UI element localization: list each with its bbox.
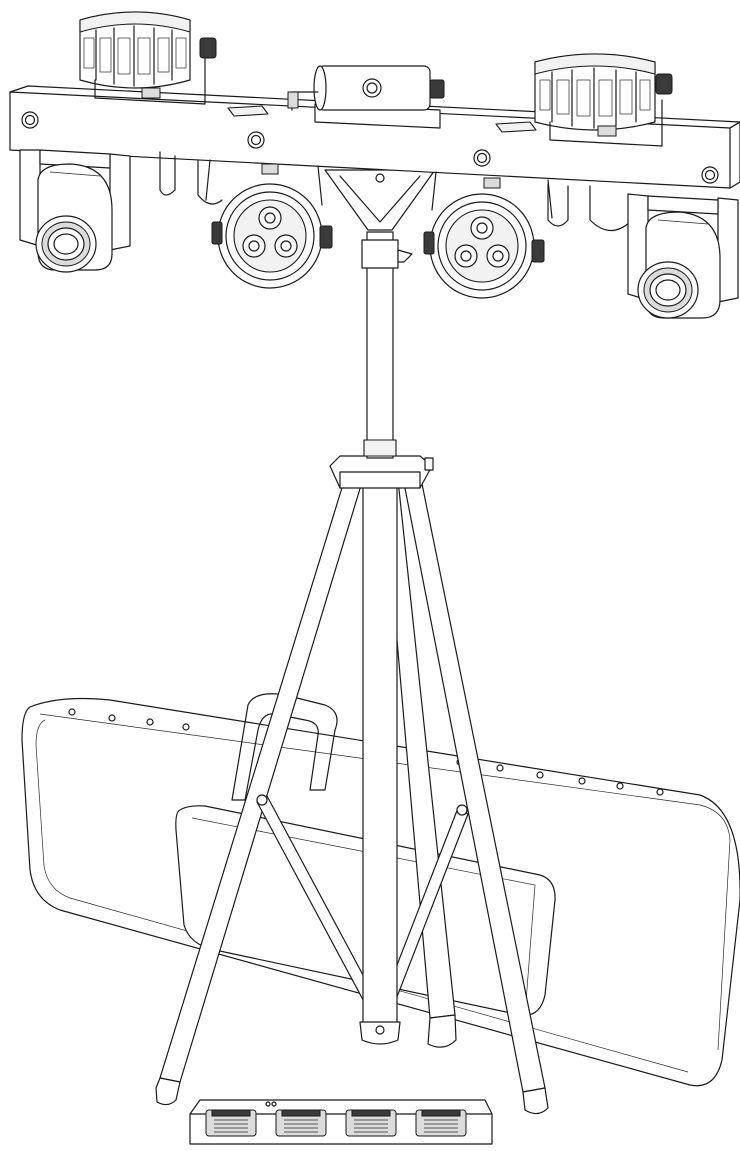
stand-lower-pole	[359, 457, 401, 1045]
derby-light-left	[79, 11, 217, 105]
cable-loops	[159, 151, 631, 232]
foot-controller	[189, 1099, 493, 1145]
derby-light-right	[534, 53, 673, 147]
par-light-left	[205, 159, 333, 289]
lighting-bar	[9, 85, 740, 189]
moving-head-left	[19, 149, 131, 273]
par-light-right	[423, 171, 553, 299]
stand-leg-collar	[329, 455, 434, 489]
stand-top-bracket	[324, 169, 436, 231]
moving-head-right	[627, 193, 739, 319]
control-module	[287, 65, 445, 129]
stand-upper-pole	[361, 231, 413, 459]
